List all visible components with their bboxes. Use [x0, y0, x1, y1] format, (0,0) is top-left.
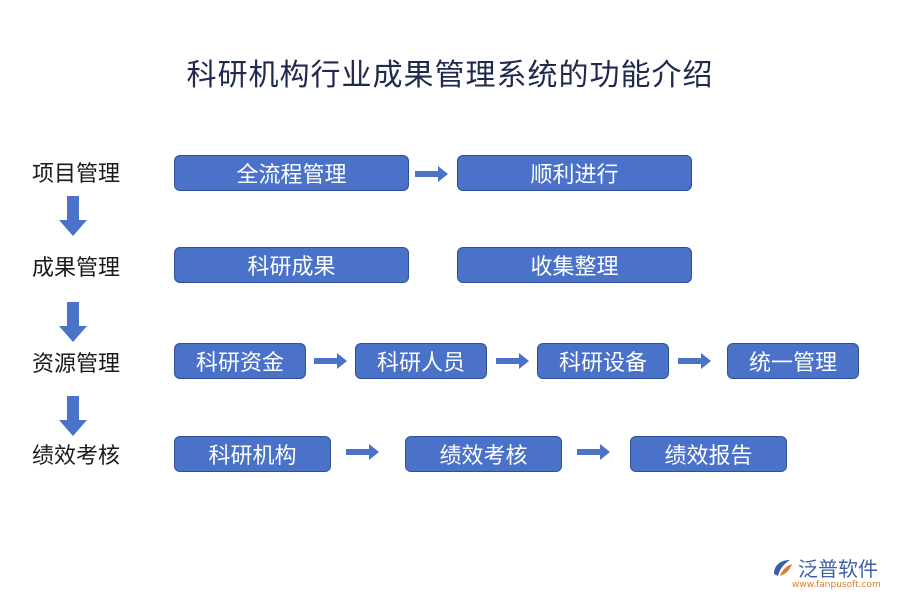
arrow-right-icon [346, 444, 379, 460]
diagram-title: 科研机构行业成果管理系统的功能介绍 [186, 58, 714, 93]
arrow-right-icon [496, 353, 529, 369]
brand-logo-icon [774, 559, 792, 576]
box-research-results: 科研成果 [174, 247, 409, 283]
brand-logo: 泛普软件 [770, 553, 878, 582]
box-performance-report: 绩效报告 [630, 436, 787, 472]
row-label-performance: 绩效考核 [32, 444, 121, 469]
arrow-down-icon [59, 302, 87, 342]
row-label-result: 成果管理 [32, 256, 121, 281]
brand-url: www.fanpusoft.com [792, 580, 881, 590]
row-label-resource: 资源管理 [32, 352, 121, 377]
arrow-right-icon [678, 353, 711, 369]
box-smooth-progress: 顺利进行 [457, 155, 692, 191]
box-full-process: 全流程管理 [174, 155, 409, 191]
arrow-right-icon [415, 166, 448, 182]
arrow-down-icon [59, 396, 87, 436]
box-research-staff: 科研人员 [355, 343, 487, 379]
brand-name: 泛普软件 [798, 557, 878, 581]
box-performance-evaluation: 绩效考核 [405, 436, 562, 472]
box-research-funds: 科研资金 [174, 343, 306, 379]
box-collect-organize: 收集整理 [457, 247, 692, 283]
box-research-equipment: 科研设备 [537, 343, 669, 379]
arrow-down-icon [59, 196, 87, 236]
row-label-project: 项目管理 [32, 162, 121, 187]
arrow-right-icon [314, 353, 347, 369]
box-unified-management: 统一管理 [727, 343, 859, 379]
box-research-institution: 科研机构 [174, 436, 331, 472]
arrow-right-icon [577, 444, 610, 460]
